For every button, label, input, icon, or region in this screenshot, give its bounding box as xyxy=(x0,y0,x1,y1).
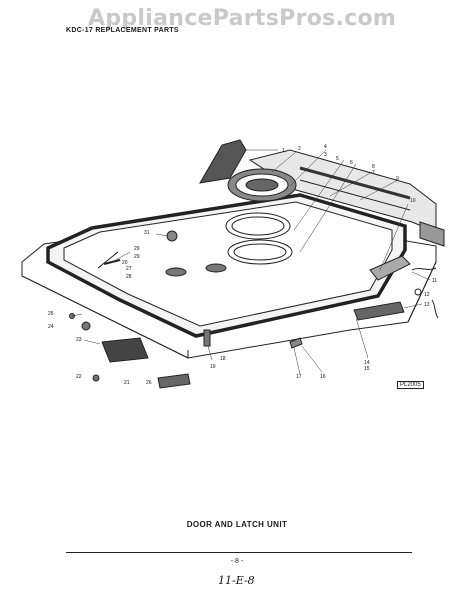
callout-14: 14 xyxy=(364,360,370,366)
handwritten-mark: 11-E-8 xyxy=(218,574,255,587)
callout-22: 22 xyxy=(76,374,82,380)
callout-1: 1 xyxy=(282,148,285,154)
callout-20: 20 xyxy=(122,260,128,266)
figure-code: PL2005 xyxy=(397,381,424,389)
callout-16: 16 xyxy=(320,374,326,380)
callout-17: 17 xyxy=(296,374,302,380)
callout-27: 27 xyxy=(126,266,132,272)
vent-assembly xyxy=(165,168,297,277)
callout-19: 19 xyxy=(210,364,216,370)
callout-7: 7 xyxy=(372,170,375,176)
watermark: AppliancePartsPros.com xyxy=(88,6,397,31)
callout-2: 2 xyxy=(298,146,301,152)
callout-29b: 29 xyxy=(134,254,140,260)
callout-31: 31 xyxy=(144,230,150,236)
top-rail xyxy=(199,139,445,247)
callout-26: 26 xyxy=(146,380,152,386)
callout-15: 15 xyxy=(364,366,370,372)
callout-12: 12 xyxy=(424,292,430,298)
callout-13: 13 xyxy=(424,302,430,308)
callout-11: 11 xyxy=(432,278,437,284)
leader-lines xyxy=(71,149,431,375)
page-header: KDC-17 REPLACEMENT PARTS xyxy=(66,27,179,34)
diagram-caption: DOOR AND LATCH UNIT xyxy=(186,520,288,529)
callout-8: 8 xyxy=(372,164,375,170)
hinge-latch-parts xyxy=(69,230,439,389)
callout-labels: 1 2 3 4 5 6 7 8 9 10 11 12 13 14 15 16 1… xyxy=(48,144,437,386)
page-number: - 8 - xyxy=(230,558,244,565)
callout-3: 3 xyxy=(324,152,327,158)
callout-21: 21 xyxy=(124,380,130,386)
callout-28: 28 xyxy=(126,274,132,280)
callout-18: 18 xyxy=(220,356,226,362)
callout-5: 5 xyxy=(336,156,339,162)
callout-4: 4 xyxy=(324,144,327,150)
footer-rule xyxy=(66,552,412,553)
callout-23: 23 xyxy=(76,337,82,343)
callout-29: 29 xyxy=(134,246,140,252)
callout-9: 9 xyxy=(396,176,399,182)
callout-24: 24 xyxy=(48,324,54,330)
callout-10: 10 xyxy=(410,198,416,204)
callout-25: 25 xyxy=(48,311,54,317)
callout-6: 6 xyxy=(350,160,353,166)
